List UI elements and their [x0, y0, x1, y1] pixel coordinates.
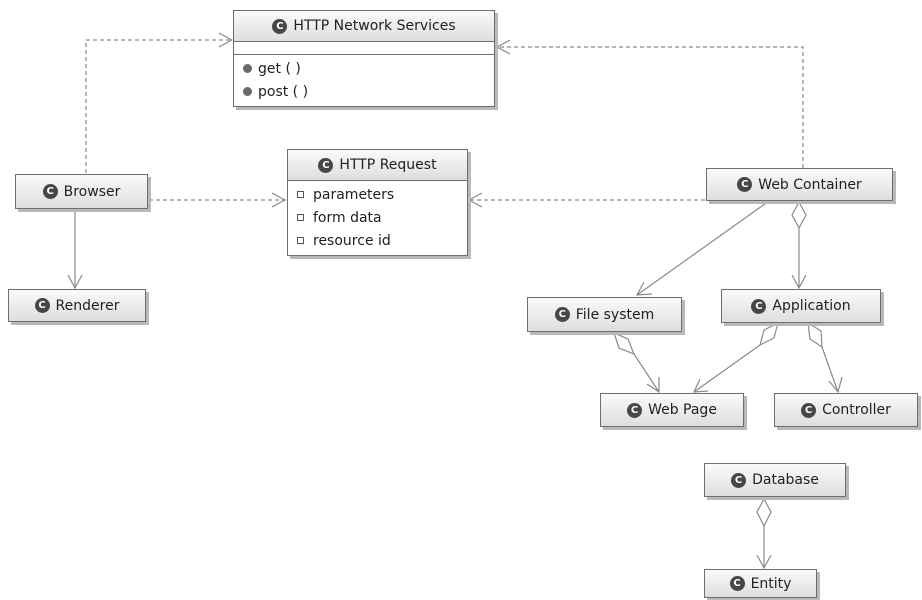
aggregation-file-system-to-web-page	[613, 331, 660, 394]
class-header: C Web Container	[737, 176, 862, 193]
association-browser-to-renderer	[67, 209, 83, 290]
public-method-icon	[243, 64, 252, 73]
class-icon: C	[801, 402, 817, 418]
class-header: C Renderer	[34, 297, 120, 314]
operation-label: post ( )	[258, 83, 309, 100]
class-http-request[interactable]: C HTTP Request parameters form data reso…	[287, 149, 468, 256]
class-icon: C	[751, 298, 767, 314]
class-application[interactable]: C Application	[721, 289, 881, 323]
aggregation-application-to-web-page	[693, 321, 779, 393]
class-name: Web Page	[648, 402, 717, 418]
attribute-icon	[297, 214, 304, 221]
class-icon: C	[318, 157, 334, 173]
class-icon: C	[42, 184, 58, 199]
attribute-label: form data	[313, 209, 382, 226]
attribute-resource-id[interactable]: resource id	[288, 229, 467, 252]
class-file-system[interactable]: C File system	[527, 297, 682, 332]
class-name: Renderer	[55, 297, 120, 314]
attribute-label: resource id	[313, 232, 391, 249]
class-entity[interactable]: C Entity	[704, 569, 817, 598]
class-header: C HTTP Request	[288, 150, 467, 180]
dependency-web-container-to-http-request	[467, 192, 705, 208]
class-header: C Entity	[729, 575, 792, 592]
dependency-browser-to-network-services	[85, 32, 234, 173]
dependency-web-container-to-network-services	[495, 39, 804, 168]
aggregation-web-container-to-application	[791, 200, 807, 290]
attributes-compartment	[234, 41, 494, 54]
attribute-form-data[interactable]: form data	[288, 206, 467, 229]
class-name: Entity	[750, 575, 792, 592]
operations-compartment: get ( ) post ( )	[234, 54, 494, 106]
class-header: C Application	[751, 298, 851, 314]
attributes-compartment: parameters form data resource id	[288, 180, 467, 255]
class-name: Database	[752, 472, 819, 488]
class-icon: C	[737, 177, 753, 192]
attribute-icon	[297, 237, 304, 244]
class-icon: C	[34, 298, 50, 313]
class-renderer[interactable]: C Renderer	[8, 289, 146, 322]
public-method-icon	[243, 87, 252, 96]
class-header: C File system	[554, 306, 655, 323]
class-name: HTTP Network Services	[293, 18, 456, 34]
class-icon: C	[272, 18, 288, 34]
class-name: Browser	[63, 183, 121, 200]
attribute-parameters[interactable]: parameters	[288, 183, 467, 206]
class-header: C Controller	[801, 402, 891, 418]
class-header: C Web Page	[627, 402, 717, 418]
class-header: C Browser	[42, 183, 121, 200]
class-name: Controller	[822, 402, 891, 418]
class-icon: C	[627, 402, 643, 418]
class-name: Web Container	[758, 176, 862, 193]
attribute-label: parameters	[313, 186, 395, 203]
class-browser[interactable]: C Browser	[15, 174, 148, 209]
aggregation-database-to-entity	[756, 497, 772, 570]
class-icon: C	[729, 576, 745, 591]
class-web-page[interactable]: C Web Page	[600, 393, 744, 427]
aggregation-application-to-controller	[807, 321, 843, 394]
class-controller[interactable]: C Controller	[774, 393, 918, 427]
class-web-container[interactable]: C Web Container	[706, 168, 893, 201]
class-icon: C	[731, 472, 747, 488]
class-header: C Database	[731, 472, 819, 488]
class-http-network-services[interactable]: C HTTP Network Services get ( ) post ( )	[233, 10, 495, 107]
operation-post[interactable]: post ( )	[234, 80, 494, 103]
class-header: C HTTP Network Services	[234, 11, 494, 41]
operation-label: get ( )	[258, 60, 301, 77]
class-name: HTTP Request	[339, 157, 437, 173]
class-database[interactable]: C Database	[704, 463, 846, 497]
attribute-icon	[297, 191, 304, 198]
dependency-browser-to-http-request	[149, 192, 287, 208]
association-web-container-to-file-system	[635, 200, 770, 296]
class-name: File system	[575, 306, 655, 323]
operation-get[interactable]: get ( )	[234, 57, 494, 80]
class-icon: C	[554, 307, 570, 322]
class-name: Application	[772, 298, 851, 314]
